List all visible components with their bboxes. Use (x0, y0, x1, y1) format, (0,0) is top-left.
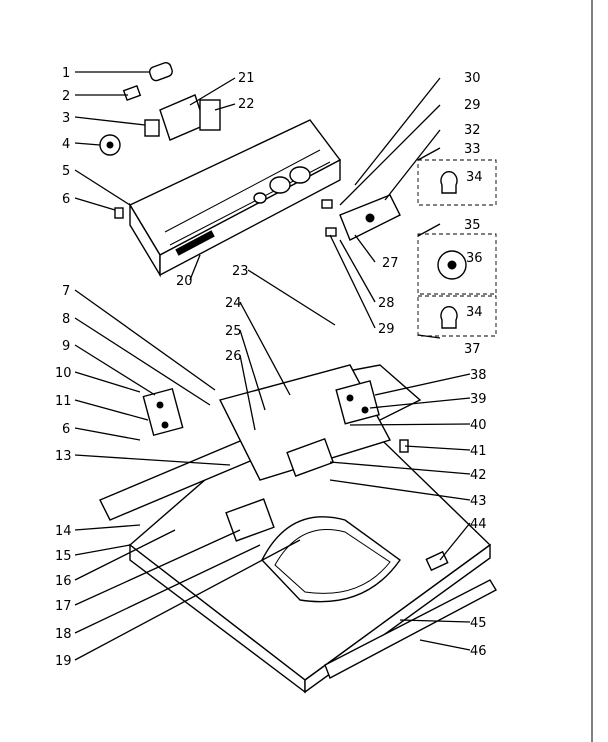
callout-21: 21 (238, 71, 255, 86)
callout-25: 25 (225, 324, 242, 339)
callout-37: 37 (464, 342, 481, 357)
callout-32: 32 (464, 123, 481, 138)
callout-41: 41 (470, 444, 487, 459)
callout-35: 35 (464, 218, 481, 233)
callout-46: 46 (470, 644, 487, 659)
callout-26: 26 (225, 349, 242, 364)
callout-45: 45 (470, 616, 487, 631)
callout-2: 2 (62, 89, 70, 104)
control-board (99, 364, 497, 679)
callout-29b: 29 (378, 322, 395, 337)
leader-lines-right (239, 77, 471, 651)
callout-6: 6 (62, 192, 70, 207)
callout-33: 33 (464, 142, 481, 157)
callout-30: 30 (464, 71, 481, 86)
callout-44: 44 (470, 517, 487, 532)
callout-10: 10 (55, 366, 72, 381)
callout-16: 16 (55, 574, 72, 589)
callout-14: 14 (55, 524, 72, 539)
callout-15: 15 (55, 549, 72, 564)
callout-13: 13 (55, 449, 72, 464)
callout-42: 42 (470, 468, 487, 483)
callout-8: 8 (62, 312, 70, 327)
callout-40: 40 (470, 418, 487, 433)
callout-17: 17 (55, 599, 72, 614)
callout-11: 11 (55, 394, 72, 409)
callout-9: 9 (62, 339, 70, 354)
callout-20: 20 (176, 274, 193, 289)
callout-7: 7 (62, 284, 70, 299)
leader-lines (74, 71, 301, 661)
callout-1: 1 (62, 66, 70, 81)
console-backguard (129, 119, 342, 278)
washer-top (128, 364, 492, 694)
callout-23: 23 (232, 264, 249, 279)
callout-34: 34 (466, 170, 483, 185)
callout-43: 43 (470, 494, 487, 509)
callout-39: 39 (470, 392, 487, 407)
callout-4: 4 (62, 137, 70, 152)
callout-19: 19 (55, 654, 72, 669)
timer-assembly (99, 62, 221, 219)
callout-28: 28 (378, 296, 395, 311)
callout-6b: 6 (62, 422, 70, 437)
knob-assemblies (321, 159, 497, 337)
callout-18: 18 (55, 627, 72, 642)
callout-34b: 34 (466, 305, 483, 320)
callout-38: 38 (470, 368, 487, 383)
callout-36: 36 (466, 251, 483, 266)
callout-3: 3 (62, 111, 70, 126)
callout-24: 24 (225, 296, 242, 311)
callout-29: 29 (464, 98, 481, 113)
callout-27: 27 (382, 256, 399, 271)
callout-labels: 1 2 3 4 5 6 7 8 9 10 11 6 13 14 15 16 17… (55, 66, 487, 669)
callout-22: 22 (238, 97, 255, 112)
callout-5: 5 (62, 164, 70, 179)
